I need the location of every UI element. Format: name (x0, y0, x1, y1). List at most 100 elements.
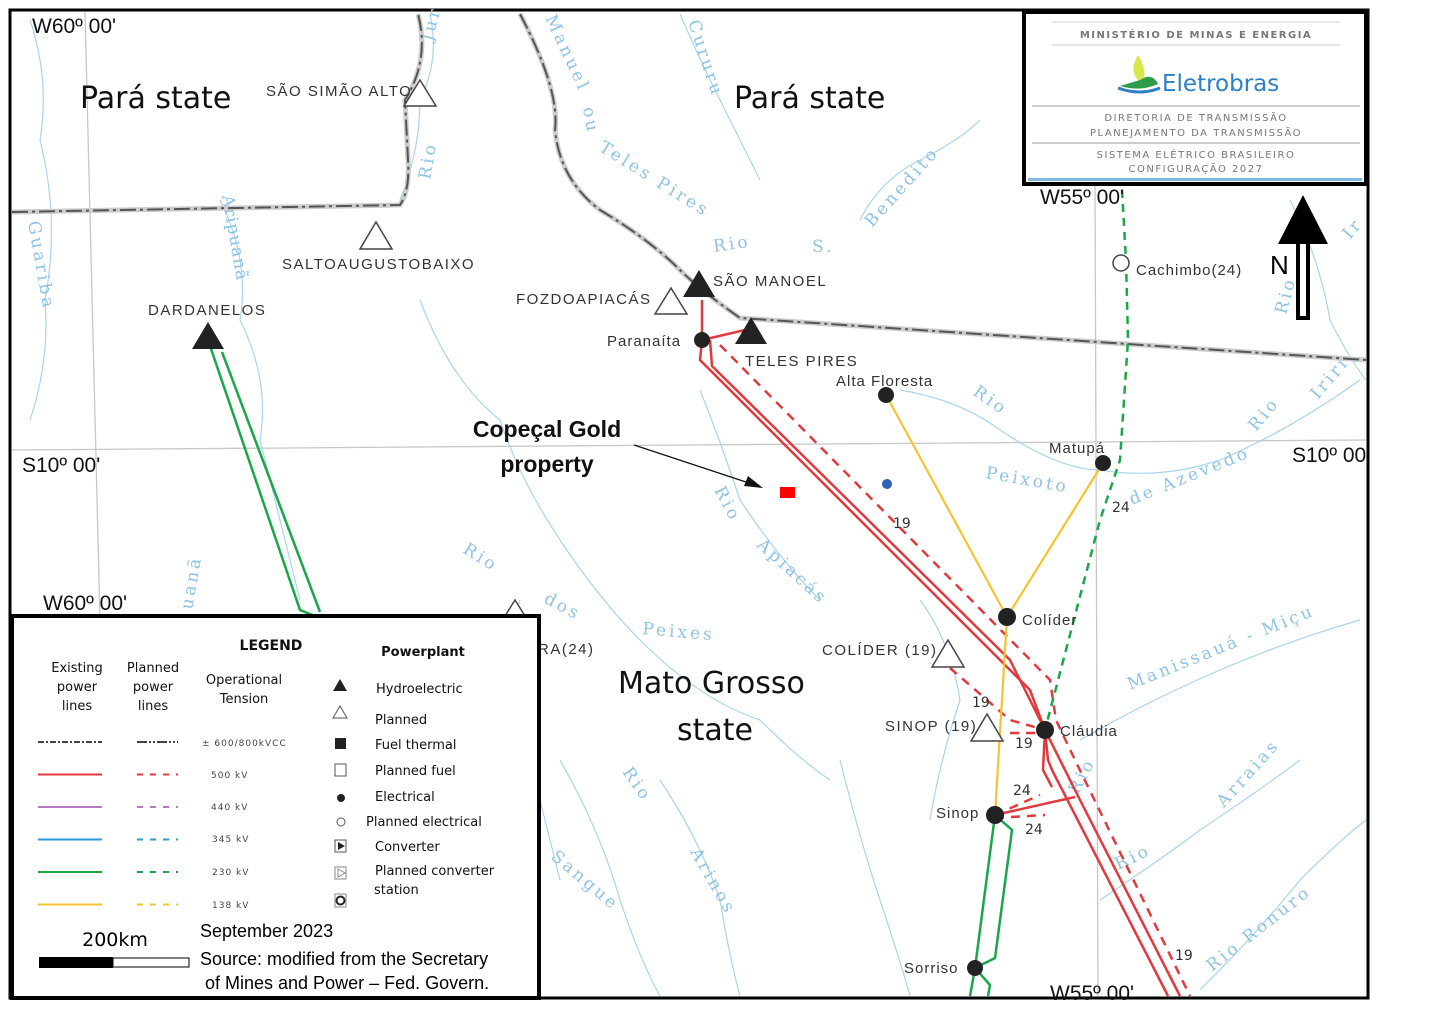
legend-date: September 2023 (200, 921, 333, 941)
label-sinop-19: SINOP (19) (885, 718, 977, 735)
state-label-mato-grosso-2: state (677, 713, 753, 748)
legend-item: station (374, 883, 419, 898)
powerplants (192, 78, 1005, 742)
scale-label: 200km (82, 929, 148, 951)
line-230kv-planned (1043, 189, 1130, 731)
planned-fuel-icon (334, 763, 347, 777)
copecal-property-marker (780, 487, 795, 498)
legend-line-samples (38, 741, 178, 906)
property-arrow (633, 444, 753, 485)
legend-source: Source: modified from the Secretary (200, 949, 488, 969)
legend-source-2: of Mines and Power – Fed. Govern. (205, 973, 489, 993)
line-500kv-planned (719, 344, 1192, 997)
legend-tension-label: 230 kV (212, 868, 249, 878)
substation-icon (1095, 455, 1111, 471)
legend-item: Planned (375, 713, 427, 728)
line-label: 24 (1013, 783, 1031, 799)
eletrobras-brand: Eletrobras (1162, 71, 1279, 97)
label-sao-manoel: SÃO MANOEL (713, 273, 827, 290)
line-label: 24 (1025, 822, 1043, 838)
coord-w55-top: W55º 00' (1040, 186, 1124, 209)
line-500kv (708, 339, 1182, 997)
legend-tension-label: 500 kV (211, 771, 248, 781)
substations (694, 254, 1130, 976)
legend-item: Planned fuel (375, 764, 456, 779)
substation-icon (967, 960, 983, 976)
label-teles-pires: TELES PIRES (745, 353, 858, 370)
legend-tension-label: 345 kV (212, 835, 249, 845)
logo-line4: CONFIGURAÇÃO 2027 (1129, 162, 1264, 175)
line-label: 19 (1015, 736, 1033, 752)
scale-bar (39, 957, 113, 968)
label-claudia: Cláudia (1060, 723, 1118, 740)
line-label: 19 (972, 695, 990, 711)
label-matupa: Matupá (1049, 440, 1105, 457)
hydroelectric-planned-icon (402, 78, 438, 107)
eletrobras-logo-icon (1133, 55, 1145, 82)
substation-icon (694, 332, 710, 348)
logo-line2: PLANEJAMENTO DA TRANSMISSÃO (1090, 126, 1302, 139)
legend-item: Electrical (375, 790, 435, 805)
label-cachimbo: Cachimbo(24) (1136, 262, 1242, 279)
label-sorriso: Sorriso (904, 960, 959, 977)
line-500kv (994, 795, 1076, 817)
station-icon (334, 893, 347, 908)
state-label-para-west: Pará state (80, 81, 231, 116)
line-labels: 19 19 19 24 24 24 19 (893, 500, 1193, 964)
legend-col-existing: Existing (51, 661, 103, 676)
power-plant-blue-dot (882, 479, 892, 489)
property-label-2: property (500, 451, 594, 477)
substation-icon (998, 608, 1016, 626)
ministry-text: MINISTÉRIO DE MINAS E ENERGIA (1080, 28, 1312, 41)
river-label: S. (812, 237, 834, 257)
legend-item: Planned electrical (366, 815, 482, 830)
line-label: 19 (893, 516, 911, 532)
property-label: Copeçal Gold (473, 416, 621, 442)
legend-col-existing: power (57, 680, 98, 695)
legend-col-tension: Operational (206, 673, 282, 688)
state-label-mato-grosso: Mato Grosso (618, 666, 805, 701)
river-label: ou (578, 105, 602, 135)
hydroelectric-icon (192, 322, 224, 349)
hydroelectric-planned-icon (358, 220, 394, 250)
label-sinop: Sinop (936, 805, 979, 822)
substation-planned-icon (1112, 254, 1130, 272)
substation-icon (986, 806, 1004, 824)
north-arrow-icon (1278, 195, 1328, 244)
line-500kv-planned (949, 667, 1046, 732)
label-ra-24: RA(24) (538, 641, 595, 658)
north-arrow: N (1270, 195, 1328, 320)
hydroelectric-icon (683, 270, 715, 297)
legend-col-tension: Tension (219, 692, 269, 707)
legend: LEGEND Existing power lines Planned powe… (10, 614, 541, 1000)
arrowhead-icon (744, 476, 763, 488)
hydroelectric-icon (735, 317, 767, 344)
logo-line1: DIRETORIA DE TRANSMISSÃO (1104, 111, 1287, 124)
electrical-icon (337, 794, 345, 802)
label-colider-19: COLÍDER (19) (822, 642, 938, 659)
coord-s10-left: S10º 00' (22, 454, 100, 477)
legend-item: Hydroelectric (376, 682, 463, 697)
label-colider: Colíder (1022, 612, 1077, 629)
label-dardanelos: DARDANELOS (148, 302, 266, 319)
legend-title: LEGEND (240, 638, 303, 654)
eletrobras-logo-box: MINISTÉRIO DE MINAS E ENERGIA Eletrobras… (1022, 10, 1368, 186)
legend-powerplant-title: Powerplant (381, 645, 465, 660)
hydroelectric-planned-icon (969, 712, 1005, 742)
legend-item: Converter (375, 840, 440, 855)
line-138kv (993, 616, 1009, 816)
planned-electrical-icon (336, 817, 346, 827)
legend-tension-label: 440 kV (211, 803, 248, 813)
substation-labels: Paranaíta Alta Floresta Matupá Colíder C… (607, 262, 1242, 977)
line-230kv (220, 351, 322, 613)
line-label: 19 (1175, 948, 1193, 964)
label-foz-do-apiacas: FOZDOAPIACÁS (516, 291, 652, 308)
legend-col-planned: lines (138, 699, 168, 714)
powerplant-labels: SÃO SIMÃO ALTO SALTOAUGUSTOBAIXO DARDANE… (148, 83, 977, 735)
coord-w60-mid: W60º 00' (43, 592, 127, 615)
legend-tension-label: 138 kV (212, 901, 249, 911)
label-paranaita: Paranaíta (607, 333, 681, 350)
north-label: N (1270, 250, 1289, 280)
legend-col-existing: lines (62, 699, 92, 714)
